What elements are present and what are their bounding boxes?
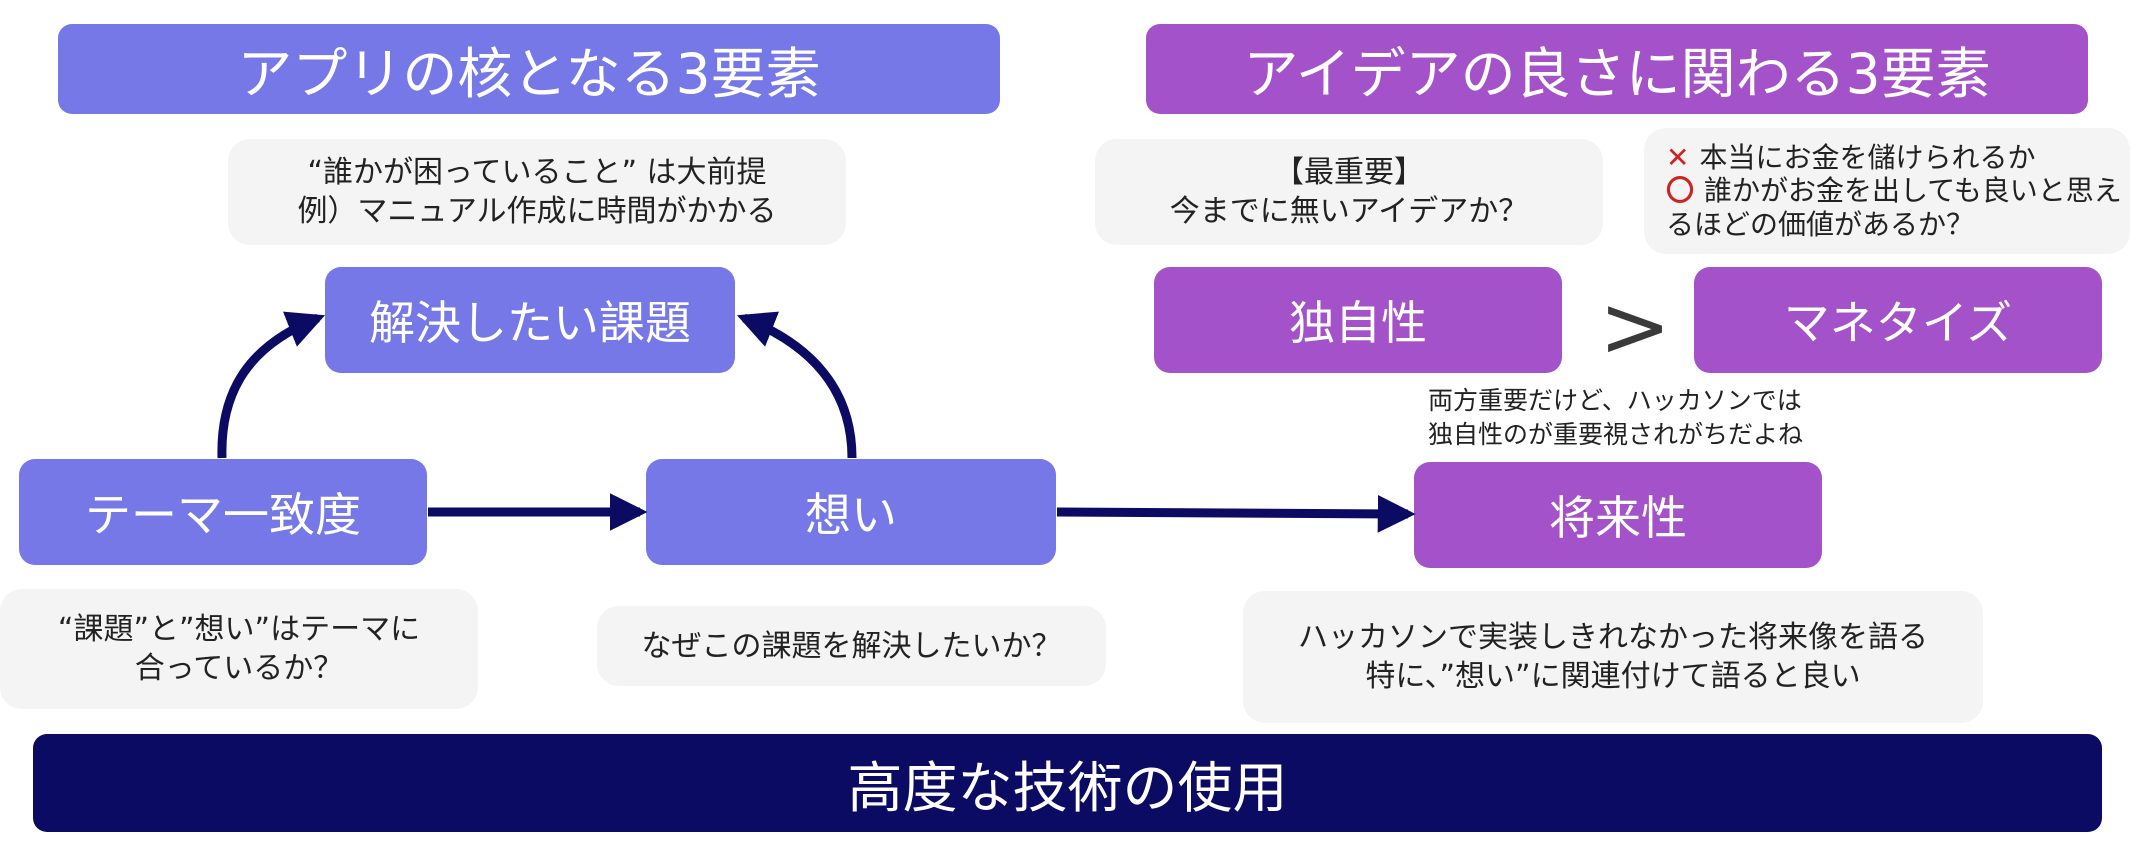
note-dokuji-line-2: 今までに無いアイデアか？ bbox=[1169, 194, 1529, 229]
greater-than-symbol-text: > bbox=[1598, 277, 1672, 377]
box-omoi-text: 想い bbox=[805, 488, 897, 542]
note-kadai: “誰かが困っていること” は大前提 例）マニュアル作成に時間がかかる bbox=[228, 139, 846, 245]
note-shorai-line-1: ハッカソンで実装しきれなかった将来像を語る bbox=[1298, 620, 1928, 655]
note-kadai-line-1: “誰かが困っていること” は大前提 bbox=[307, 155, 767, 190]
note-monetize-x-text: 本当にお金を儲けられるか bbox=[1699, 140, 2036, 174]
note-omoi: なぜこの課題を解決したいか？ bbox=[597, 606, 1106, 686]
box-shorai-text: 将来性 bbox=[1549, 491, 1687, 545]
arrow-theme-to-kadai bbox=[217, 311, 326, 459]
header-core-elements-text: アプリの核となる3要素 bbox=[237, 42, 821, 106]
box-kadai: 解決したい課題 bbox=[325, 267, 735, 373]
note-theme: “課題”と”想い”はテーマに 合っているか？ bbox=[0, 589, 478, 709]
box-theme-text: テーマ一致度 bbox=[85, 488, 361, 542]
box-shorai: 将来性 bbox=[1414, 462, 1822, 568]
note-shorai: ハッカソンで実装しきれなかった将来像を語る 特に、”想い”に関連付けて語ると良い bbox=[1243, 591, 1983, 723]
note-theme-line-2: 合っているか？ bbox=[134, 651, 344, 686]
note-compare-line-1: 両方重要だけど、ハッカソンでは bbox=[1428, 386, 1802, 415]
header-core-elements: アプリの核となる3要素 bbox=[58, 24, 1000, 114]
circle-mark-icon: 〇 bbox=[1666, 174, 1695, 208]
note-kadai-line-2: 例）マニュアル作成に時間がかかる bbox=[297, 194, 777, 229]
box-monetize: マネタイズ bbox=[1694, 267, 2102, 373]
note-compare: 両方重要だけど、ハッカソンでは 独自性のが重要視されがちだよね bbox=[1428, 384, 1848, 454]
cross-mark-icon: ✕ bbox=[1666, 140, 1690, 174]
box-monetize-text: マネタイズ bbox=[1783, 296, 2013, 350]
note-shorai-line-2: 特に、”想い”に関連付けて語ると良い bbox=[1365, 659, 1861, 694]
arrow-omoi-to-shorai bbox=[1056, 494, 1416, 533]
note-dokuji-line-1: 【最重要】 bbox=[1274, 155, 1424, 190]
note-compare-line-2: 独自性のが重要視されがちだよね bbox=[1428, 419, 1804, 449]
note-monetize-o-text-1: 誰かがお金を出しても良いと思え bbox=[1704, 174, 2122, 208]
note-omoi-line-1: なぜこの課題を解決したいか？ bbox=[641, 628, 1062, 664]
box-theme: テーマ一致度 bbox=[19, 459, 427, 565]
box-kadai-text: 解決したい課題 bbox=[369, 296, 691, 350]
note-theme-line-1: “課題”と”想い”はテーマに bbox=[57, 612, 421, 647]
arrow-omoi-to-kadai bbox=[736, 311, 857, 459]
box-gijutsu: 高度な技術の使用 bbox=[33, 734, 2102, 832]
note-monetize: ✕ 本当にお金を儲けられるか 〇誰かがお金を出しても良いと思え るほどの価値がある… bbox=[1644, 128, 2130, 254]
note-monetize-o-line: 〇誰かがお金を出しても良いと思え bbox=[1666, 174, 2122, 208]
greater-than-symbol: > bbox=[1598, 272, 1672, 382]
note-monetize-o-text-2: るほどの価値があるか？ bbox=[1666, 207, 1975, 241]
header-idea-elements: アイデアの良さに関わる3要素 bbox=[1146, 24, 2088, 114]
note-dokuji: 【最重要】 今までに無いアイデアか？ bbox=[1095, 139, 1603, 245]
box-gijutsu-text: 高度な技術の使用 bbox=[847, 756, 1288, 820]
box-omoi: 想い bbox=[646, 459, 1056, 565]
box-dokuji-text: 独自性 bbox=[1289, 296, 1427, 350]
note-monetize-x-line: ✕ 本当にお金を儲けられるか bbox=[1666, 141, 2035, 175]
header-idea-elements-text: アイデアの良さに関わる3要素 bbox=[1243, 42, 1991, 106]
box-dokuji: 独自性 bbox=[1154, 267, 1562, 373]
